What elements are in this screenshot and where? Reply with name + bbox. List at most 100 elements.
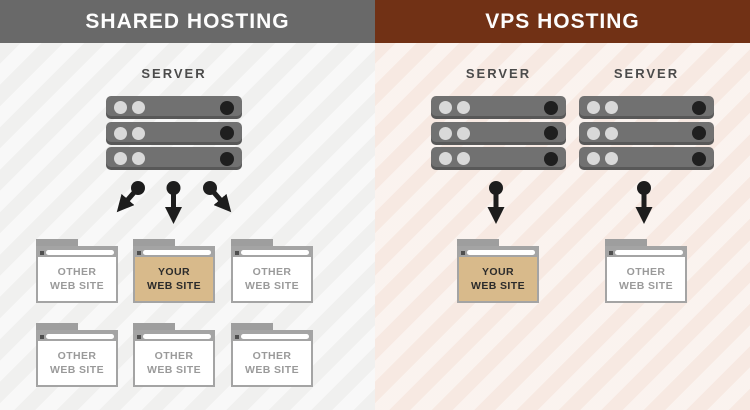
server-rack-unit — [106, 147, 242, 170]
server-power-dot-icon — [692, 151, 706, 166]
folder-label-line2: WEB SITE — [245, 280, 299, 292]
folder-window: OTHER WEB SITE — [36, 246, 118, 303]
arrow-down-icon — [635, 181, 653, 224]
shared-hosting-header: SHARED HOSTING — [0, 0, 375, 43]
server-rack-unit — [579, 121, 714, 145]
server-rack-unit — [431, 96, 566, 119]
other-website-folder: OTHER WEB SITE — [36, 239, 118, 303]
server-power-dot-icon — [220, 100, 234, 115]
server-rack-unit — [579, 147, 714, 170]
server-light-dot-icon — [439, 126, 452, 140]
server-light-dot-icon — [457, 152, 470, 165]
other-website-folder: OTHER WEB SITE — [605, 239, 687, 303]
server-light-dot-icon — [605, 152, 618, 165]
server-icon — [431, 96, 566, 173]
folder-tab-icon — [457, 239, 499, 248]
server-rack-unit — [579, 96, 714, 119]
folder-titlebar-icon — [38, 248, 116, 257]
folder-label-line2: WEB SITE — [50, 364, 104, 376]
server-power-dot-icon — [544, 100, 558, 115]
other-website-folder: OTHER WEB SITE — [231, 239, 313, 303]
vps-hosting-header: VPS HOSTING — [375, 0, 750, 43]
server-light-dot-icon — [439, 101, 452, 114]
folder-window: YOUR WEB SITE — [457, 246, 539, 303]
folder-titlebar-icon — [607, 248, 685, 257]
folder-label-line1: OTHER — [57, 350, 97, 362]
shared-server-arrows-icon — [116, 181, 232, 224]
folder-titlebar-icon — [38, 332, 116, 341]
server-light-dot-icon — [132, 126, 145, 140]
folder-tab-icon — [231, 239, 273, 248]
folder-tab-icon — [231, 323, 273, 332]
server-light-dot-icon — [132, 152, 145, 165]
server-power-dot-icon — [544, 151, 558, 166]
folder-label-line1: OTHER — [252, 350, 292, 362]
server-power-dot-icon — [220, 151, 234, 166]
folder-tab-icon — [133, 239, 175, 248]
server-rack-unit — [431, 147, 566, 170]
server-light-dot-icon — [587, 152, 600, 165]
folder-tab-icon — [605, 239, 647, 248]
server-light-dot-icon — [114, 126, 127, 140]
folder-window: OTHER WEB SITE — [231, 330, 313, 387]
folder-label-line1: OTHER — [626, 266, 666, 278]
folder-window: OTHER WEB SITE — [231, 246, 313, 303]
folder-label-line2: WEB SITE — [147, 364, 201, 376]
folder-label-line2: WEB SITE — [471, 280, 525, 292]
folder-window: YOUR WEB SITE — [133, 246, 215, 303]
folder-tab-icon — [36, 323, 78, 332]
server-power-dot-icon — [220, 126, 234, 140]
folder-label-line1: OTHER — [57, 266, 97, 278]
folder-label-line2: WEB SITE — [147, 280, 201, 292]
folder-label-line1: YOUR — [158, 266, 190, 278]
folder-titlebar-icon — [135, 332, 213, 341]
server-light-dot-icon — [439, 152, 452, 165]
folder-label-line2: WEB SITE — [619, 280, 673, 292]
folder-label-line1: YOUR — [482, 266, 514, 278]
vps-hosting-panel: VPS HOSTING SERVER SERVER — [375, 0, 750, 410]
server-light-dot-icon — [605, 101, 618, 114]
server-power-dot-icon — [692, 126, 706, 140]
arrow-down-left-icon — [116, 181, 145, 213]
folder-label-line2: WEB SITE — [245, 364, 299, 376]
server-icon — [579, 96, 714, 173]
server-light-dot-icon — [587, 126, 600, 140]
server-light-dot-icon — [457, 126, 470, 140]
server-power-dot-icon — [544, 126, 558, 140]
folder-tab-icon — [133, 323, 175, 332]
folder-window: OTHER WEB SITE — [133, 330, 215, 387]
folder-titlebar-icon — [233, 248, 311, 257]
server-light-dot-icon — [587, 101, 600, 114]
your-website-folder: YOUR WEB SITE — [133, 239, 215, 303]
folder-titlebar-icon — [135, 248, 213, 257]
folder-label-line1: OTHER — [154, 350, 194, 362]
other-website-folder: OTHER WEB SITE — [231, 323, 313, 387]
folder-titlebar-icon — [233, 332, 311, 341]
other-website-folder: OTHER WEB SITE — [133, 323, 215, 387]
server-light-dot-icon — [605, 126, 618, 140]
shared-hosting-title: SHARED HOSTING — [85, 9, 290, 33]
server-rack-unit — [106, 121, 242, 145]
folder-tab-icon — [36, 239, 78, 248]
folder-window: OTHER WEB SITE — [36, 330, 118, 387]
folder-titlebar-icon — [459, 248, 537, 257]
vps-hosting-title: VPS HOSTING — [485, 9, 640, 33]
server-light-dot-icon — [114, 101, 127, 114]
server-power-dot-icon — [692, 100, 706, 115]
arrow-down-right-icon — [203, 181, 232, 213]
server-light-dot-icon — [132, 101, 145, 114]
arrow-down-icon — [487, 181, 505, 224]
shared-server-label: SERVER — [141, 66, 207, 81]
shared-hosting-panel: SHARED HOSTING SERVER — [0, 0, 375, 410]
folder-label-line1: OTHER — [252, 266, 292, 278]
server-light-dot-icon — [457, 101, 470, 114]
vps-server2-label: SERVER — [613, 66, 680, 81]
arrow-down-icon — [165, 181, 183, 224]
vps-server1-label: SERVER — [465, 66, 532, 81]
folder-label-line2: WEB SITE — [50, 280, 104, 292]
server-light-dot-icon — [114, 152, 127, 165]
other-website-folder: OTHER WEB SITE — [36, 323, 118, 387]
your-website-folder: YOUR WEB SITE — [457, 239, 539, 303]
server-rack-unit — [431, 121, 566, 145]
